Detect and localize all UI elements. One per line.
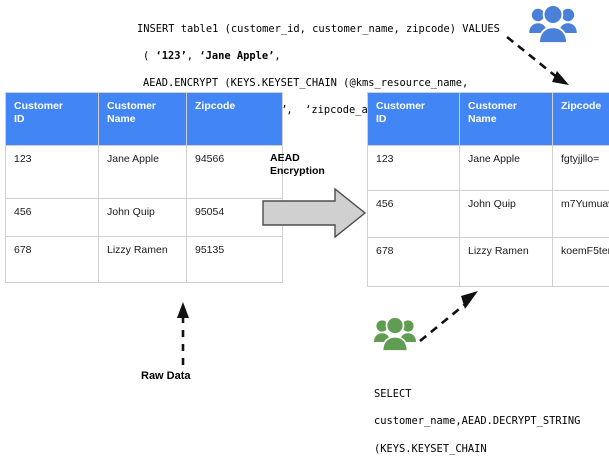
cell-customer-name: John Quip (98, 198, 187, 237)
select-query-line-2: customer_name,AEAD.DECRYPT_STRING (374, 415, 581, 428)
people-group-icon (528, 2, 578, 49)
cell-zipcode: koemF5ter= (552, 237, 609, 287)
people-group-icon (373, 314, 417, 357)
header-line-2: Name (468, 112, 497, 125)
plaintext-table-body: 123 Jane Apple 94566 456 John Quip 95054… (5, 145, 283, 283)
insert-to-table-arrow (500, 32, 580, 97)
cell-zipcode: m7Yumuawqry (552, 190, 609, 238)
encrypted-table-body: 123 Jane Apple fgtyjjllo= 456 John Quip … (367, 145, 609, 287)
select-query-line-3: (KEYS.KEYSET_CHAIN (374, 442, 487, 455)
cell-customer-name: Jane Apple (459, 145, 553, 191)
insert-line2-prefix: ( (143, 49, 156, 62)
header-line-1: Zipcode (561, 100, 602, 112)
select-to-table-arrow (417, 289, 485, 350)
header-line-1: Customer (107, 100, 157, 112)
cell-customer-name: John Quip (459, 190, 553, 238)
table-row: 123 Jane Apple fgtyjjllo= (367, 145, 609, 191)
select-query-line-1: SELECT (374, 387, 412, 400)
cell-zipcode: fgtyjjllo= (552, 145, 609, 191)
insert-line2-mid: , (186, 49, 200, 62)
cell-customer-id: 456 (367, 190, 460, 238)
insert-query-line-3: AEAD.ENCRYPT (KEYS.KEYSET_CHAIN (@kms_re… (143, 76, 469, 89)
table-row: 678 Lizzy Ramen 95135 (5, 236, 283, 283)
insert-query-line-2: ( ‘123’, ‘Jane Apple’, (137, 50, 281, 62)
insert-value-customer-id: ‘123’ (155, 49, 187, 62)
cell-zipcode: 94566 (186, 145, 283, 199)
table-row: 678 Lizzy Ramen koemF5ter= (367, 237, 609, 287)
header-line-2: ID (376, 112, 387, 125)
header-line-1: Customer (376, 100, 426, 112)
cell-customer-name: Jane Apple (98, 145, 187, 199)
table-row: 123 Jane Apple 94566 (5, 145, 283, 199)
cell-customer-id: 456 (5, 198, 99, 237)
table-row: 456 John Quip m7Yumuawqry (367, 190, 609, 238)
column-header-zipcode: Zipcode (552, 92, 609, 146)
header-line-1: Customer (14, 100, 64, 112)
cell-customer-id: 678 (367, 237, 460, 287)
column-header-zipcode: Zipcode (186, 92, 283, 146)
insert-line2-suffix: , (274, 49, 281, 62)
cell-customer-id: 123 (5, 145, 99, 199)
header-line-1: Customer (468, 100, 518, 112)
cell-customer-id: 123 (367, 145, 460, 191)
cell-customer-id: 678 (5, 236, 99, 283)
insert-query-line-1: INSERT table1 (customer_id, customer_nam… (137, 22, 500, 35)
insert-value-customer-name: ‘Jane Apple’ (199, 49, 275, 62)
header-line-1: Zipcode (195, 100, 236, 112)
select-query-code: SELECT customer_name,AEAD.DECRYPT_STRING… (374, 374, 580, 469)
raw-data-label: Raw Data (141, 370, 191, 382)
raw-data-arrow (172, 301, 194, 372)
header-line-2: Name (107, 112, 136, 125)
encryption-flow-arrow (261, 187, 367, 244)
transform-label-line-2: Encryption (270, 165, 325, 177)
cell-customer-name: Lizzy Ramen (459, 237, 553, 287)
transform-label: AEAD Encryption (270, 152, 325, 178)
transform-label-line-1: AEAD (270, 152, 300, 164)
cell-zipcode: 95135 (186, 236, 283, 283)
cell-customer-name: Lizzy Ramen (98, 236, 187, 283)
header-line-2: ID (14, 112, 25, 125)
table-row: 456 John Quip 95054 (5, 198, 283, 237)
